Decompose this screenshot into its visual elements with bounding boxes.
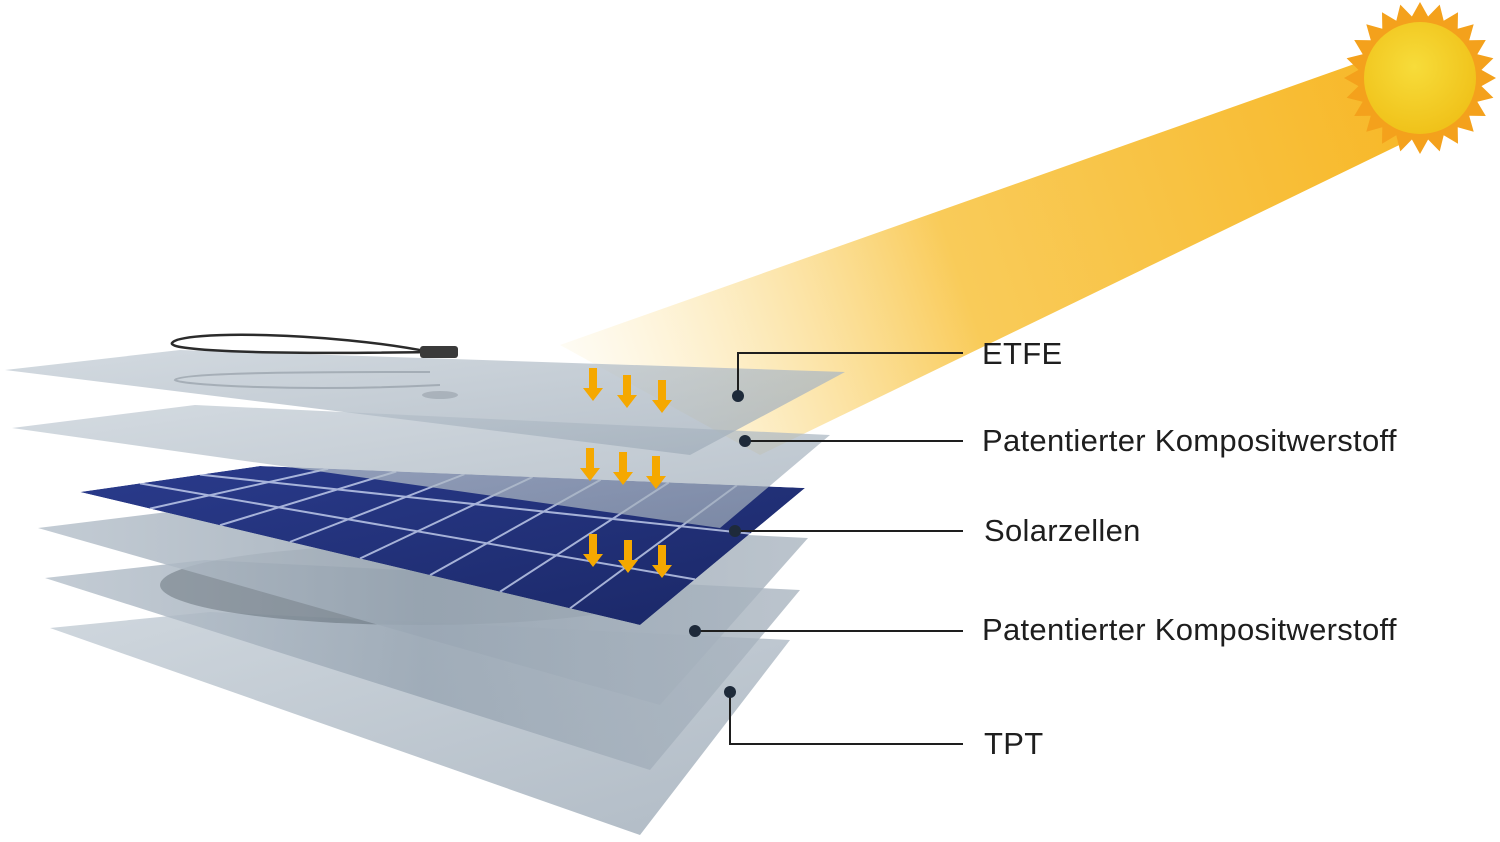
leader-dot-composite-top <box>739 435 751 447</box>
leader-dot-composite-bottom <box>689 625 701 637</box>
leader-line-tpt <box>729 692 963 745</box>
label-tpt: TPT <box>984 726 1044 761</box>
label-etfe: ETFE <box>982 336 1063 371</box>
leader-lines <box>695 352 963 745</box>
down-arrow-icon <box>580 448 600 481</box>
cell-gap-line <box>139 482 696 581</box>
sunlight-beam <box>560 62 1420 455</box>
down-arrow-icon <box>583 534 603 567</box>
down-arrow-icon <box>618 540 638 573</box>
down-arrow-icon <box>617 375 637 408</box>
cell-gap-line <box>199 473 751 535</box>
cell-gap-line <box>219 470 397 527</box>
leader-line-etfe <box>737 352 963 396</box>
down-arrow-icon <box>652 545 672 578</box>
leader-dots <box>689 390 751 698</box>
down-arrow-icon <box>583 368 603 401</box>
cell-gap-line <box>149 467 329 510</box>
label-composite-bottom: Patentierter Kompositwerstoff <box>982 612 1397 647</box>
leader-dot-etfe <box>732 390 744 402</box>
down-arrow-icon <box>652 380 672 413</box>
label-composite-top: Patentierter Kompositwerstoff <box>982 423 1397 458</box>
down-arrow-icon <box>613 452 633 485</box>
etfe-sheet <box>5 350 845 455</box>
down-arrow-icon <box>646 456 666 489</box>
light-arrows <box>580 368 672 578</box>
junction-cable <box>170 333 458 399</box>
label-solar-cells: Solarzellen <box>984 513 1141 548</box>
leader-dot-solar-cells <box>729 525 741 537</box>
leader-dot-tpt <box>724 686 736 698</box>
sun-icon <box>1344 2 1496 154</box>
